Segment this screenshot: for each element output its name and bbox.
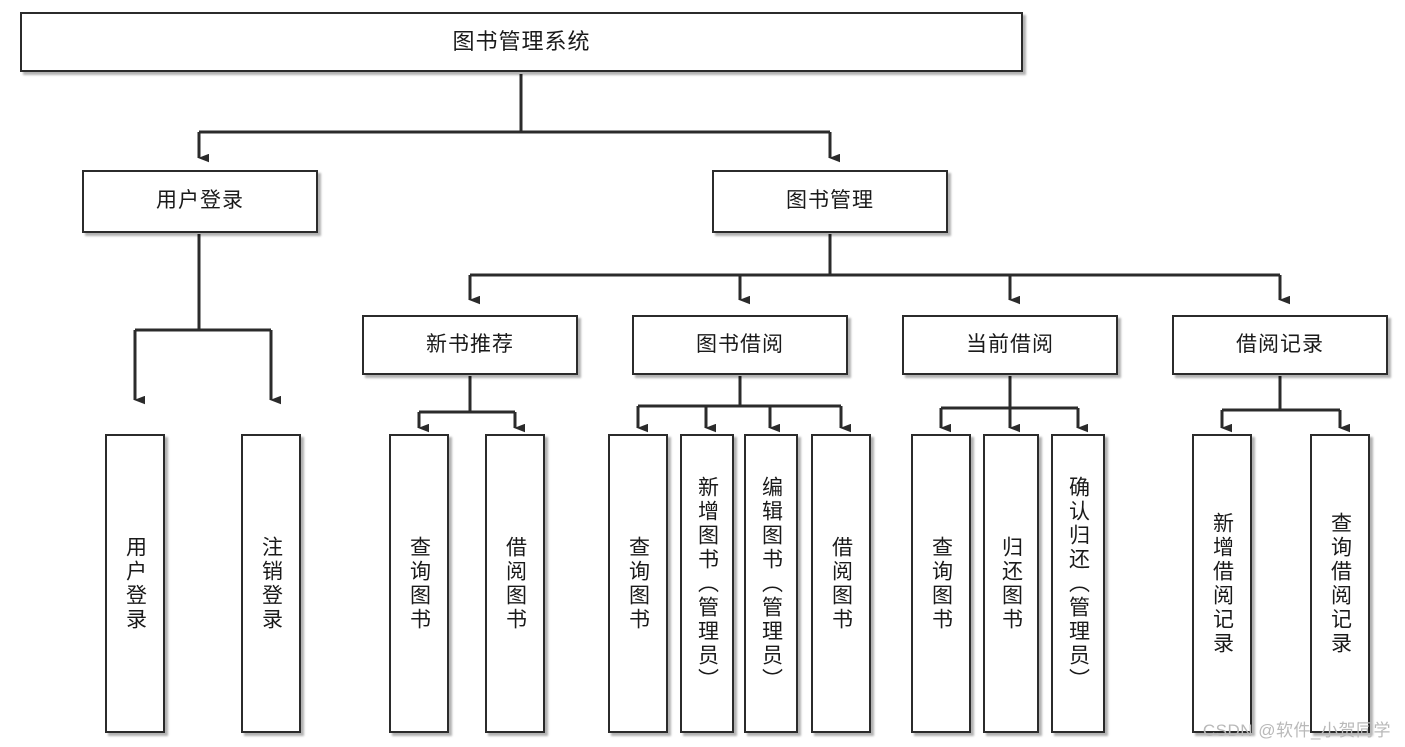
node-borrow-record[interactable]: 借阅记录 <box>1172 315 1388 375</box>
leaf-borrow-record-query-record[interactable]: 查询借阅记录 <box>1310 434 1370 733</box>
leaf-user-login-logout[interactable]: 注销登录 <box>241 434 301 733</box>
leaf-label: 编辑图书（管理员） <box>759 475 783 692</box>
leaf-book-borrow-add-book-admin[interactable]: 新增图书（管理员） <box>680 434 734 733</box>
node-user-login[interactable]: 用户登录 <box>82 170 318 233</box>
leaf-label: 注销登录 <box>259 535 283 632</box>
node-label: 图书管理系统 <box>452 28 591 54</box>
leaf-label: 查询图书 <box>626 535 650 632</box>
leaf-current-borrow-confirm-return-admin[interactable]: 确认归还（管理员） <box>1051 434 1105 733</box>
node-label: 当前借阅 <box>966 332 1054 356</box>
node-label: 借阅记录 <box>1236 332 1324 356</box>
node-book-borrow[interactable]: 图书借阅 <box>632 315 848 375</box>
leaf-current-borrow-query-book[interactable]: 查询图书 <box>911 434 971 733</box>
node-label: 用户登录 <box>156 189 244 213</box>
leaf-user-login-login[interactable]: 用户登录 <box>105 434 165 733</box>
leaf-book-borrow-edit-book-admin[interactable]: 编辑图书（管理员） <box>744 434 798 733</box>
leaf-label: 用户登录 <box>123 535 147 632</box>
leaf-label: 借阅图书 <box>829 535 853 632</box>
node-root-book-management-system[interactable]: 图书管理系统 <box>20 12 1023 72</box>
leaf-new-book-query-book[interactable]: 查询图书 <box>389 434 449 733</box>
watermark-text: CSDN @软件_小贺同学 <box>1202 721 1391 740</box>
node-label: 图书管理 <box>786 189 874 213</box>
leaf-label: 新增借阅记录 <box>1210 511 1234 656</box>
leaf-label: 归还图书 <box>999 535 1023 632</box>
leaf-label: 查询借阅记录 <box>1328 511 1352 656</box>
leaf-label: 查询图书 <box>407 535 431 632</box>
leaf-label: 新增图书（管理员） <box>695 475 719 692</box>
leaf-book-borrow-borrow-book[interactable]: 借阅图书 <box>811 434 871 733</box>
leaf-book-borrow-query-book[interactable]: 查询图书 <box>608 434 668 733</box>
node-new-book-recommend[interactable]: 新书推荐 <box>362 315 578 375</box>
node-label: 图书借阅 <box>696 332 784 356</box>
leaf-label: 确认归还（管理员） <box>1066 475 1090 692</box>
leaf-label: 查询图书 <box>929 535 953 632</box>
leaf-current-borrow-return-book[interactable]: 归还图书 <box>983 434 1039 733</box>
leaf-label: 借阅图书 <box>503 535 527 632</box>
node-label: 新书推荐 <box>426 332 514 356</box>
node-current-borrow[interactable]: 当前借阅 <box>902 315 1118 375</box>
leaf-borrow-record-add-record[interactable]: 新增借阅记录 <box>1192 434 1252 733</box>
node-book-management[interactable]: 图书管理 <box>712 170 948 233</box>
leaf-new-book-borrow-book[interactable]: 借阅图书 <box>485 434 545 733</box>
